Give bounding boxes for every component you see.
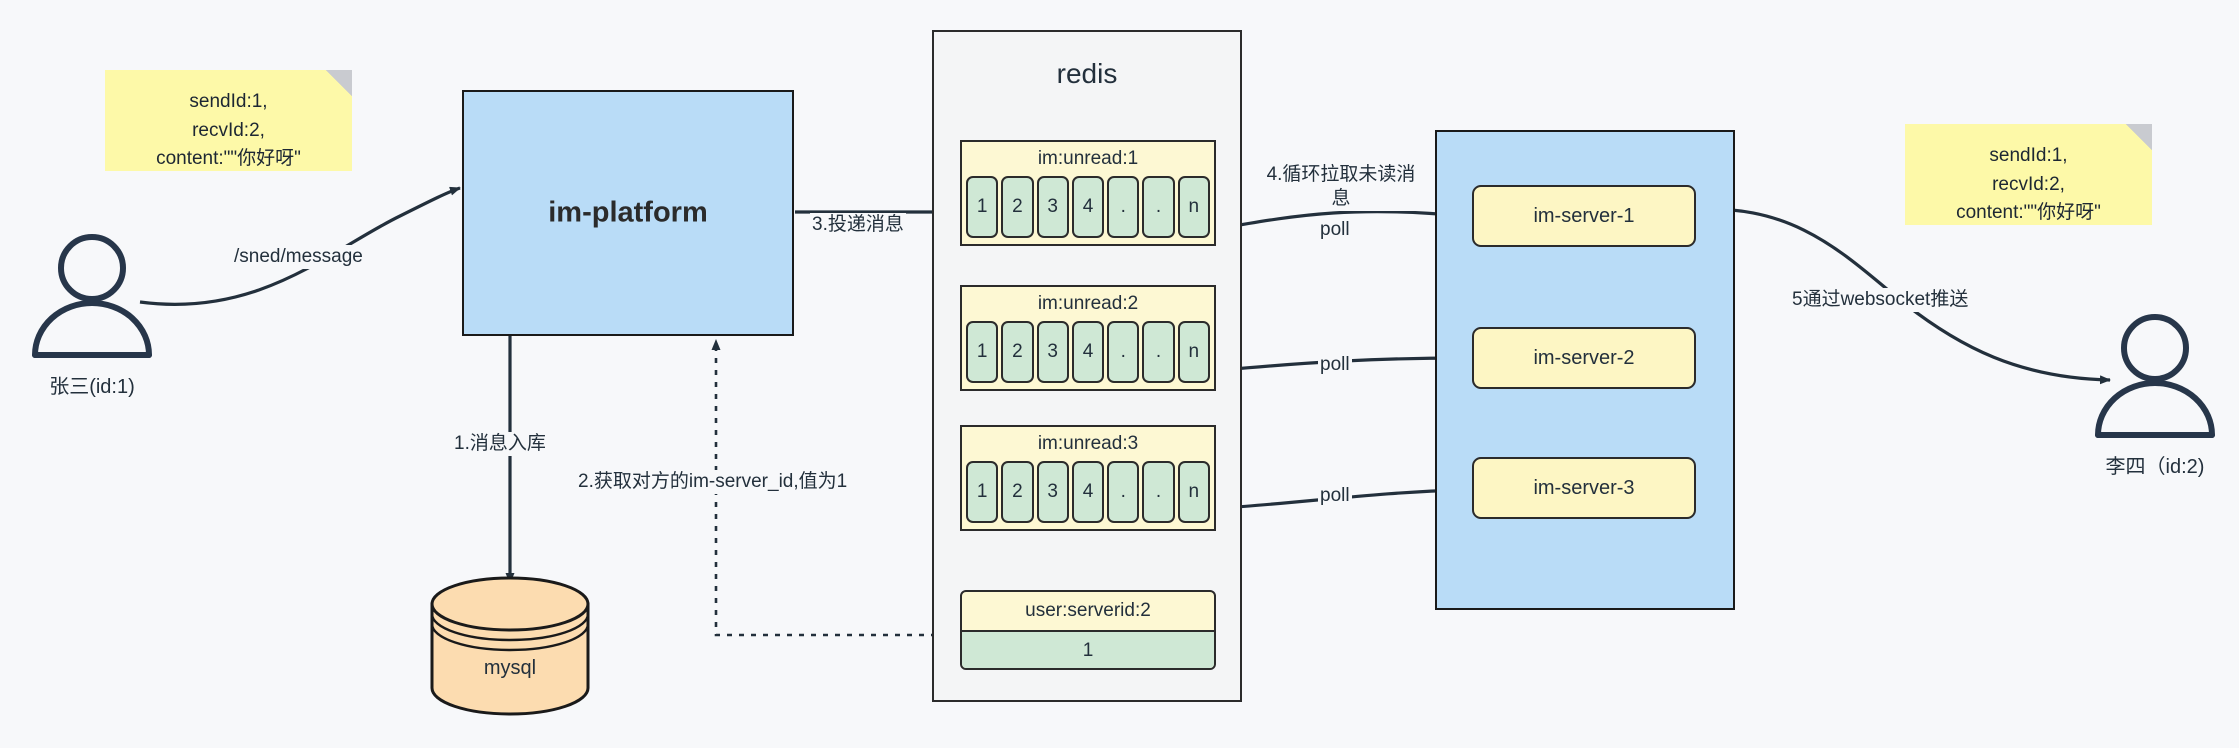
note-fold-corner xyxy=(2126,124,2152,150)
im-server-2-box[interactable]: im-server-2 xyxy=(1472,327,1696,389)
queue-cell: 1 xyxy=(966,321,999,383)
queue-cell: n xyxy=(1177,321,1210,383)
edge-label-step5: 5通过websocket推送 xyxy=(1790,288,1971,312)
edge-label-poll-2: poll xyxy=(1318,353,1352,377)
im-server-3-label: im-server-3 xyxy=(1533,476,1635,499)
redis-kv-user-serverid[interactable]: user:serverid:2 1 xyxy=(960,590,1216,670)
queue-cell: 1 xyxy=(966,176,999,238)
sender-actor-icon xyxy=(32,234,152,358)
note-line: recvId:2, xyxy=(192,119,265,141)
edge-label-poll-3: poll xyxy=(1318,484,1352,508)
queue-cell: 4 xyxy=(1071,176,1105,238)
receiver-actor-icon xyxy=(2095,314,2215,438)
im-server-2-label: im-server-2 xyxy=(1533,346,1635,369)
queue-cell: 2 xyxy=(1001,321,1034,383)
note-line: recvId:2, xyxy=(1992,173,2065,195)
note-line: sendId:1, xyxy=(1989,145,2068,166)
queue-cell: 2 xyxy=(1001,461,1034,523)
queue-cell: 4 xyxy=(1071,461,1105,523)
sticky-note-right: sendId:1, recvId:2, content:""你好呀" xyxy=(1905,124,2152,225)
queue-key-label: im:unread:1 xyxy=(1037,148,1139,169)
im-platform-box[interactable]: im-platform xyxy=(462,90,794,336)
queue-cell: 2 xyxy=(1001,176,1034,238)
mysql-label: mysql xyxy=(483,657,537,679)
edge-label-send-message: /sned/message xyxy=(232,245,365,269)
queue-cell: . xyxy=(1142,176,1175,238)
queue-cell: . xyxy=(1142,461,1175,523)
sticky-note-left: sendId:1, recvId:2, content:""你好呀" xyxy=(105,70,352,171)
redis-queue-im-unread-2[interactable]: im:unread:2 1 2 3 4 . . n xyxy=(960,285,1216,391)
queue-cell: 3 xyxy=(1036,461,1069,523)
queue-key-label: im:unread:2 xyxy=(1037,293,1139,314)
queue-cell: 4 xyxy=(1071,321,1105,383)
queue-cell: . xyxy=(1107,176,1140,238)
mysql-cylinder-icon xyxy=(430,576,590,716)
queue-cells: 1 2 3 4 . . n xyxy=(962,461,1214,527)
queue-cell: n xyxy=(1177,461,1210,523)
redis-title: redis xyxy=(1056,58,1118,89)
queue-key-label: im:unread:3 xyxy=(1037,433,1139,454)
edge-label-poll-1: poll xyxy=(1318,218,1352,242)
queue-cell: 3 xyxy=(1036,176,1069,238)
im-platform-label: im-platform xyxy=(548,196,708,229)
redis-queue-im-unread-1[interactable]: im:unread:1 1 2 3 4 . . n xyxy=(960,140,1216,246)
im-server-3-box[interactable]: im-server-3 xyxy=(1472,457,1696,519)
edge-label-step2: 2.获取对方的im-server_id,值为1 xyxy=(576,470,850,494)
receiver-label: 李四（id:2) xyxy=(2105,456,2205,478)
kv-key-label: user:serverid:2 xyxy=(962,592,1214,632)
im-server-1-label: im-server-1 xyxy=(1533,204,1635,227)
queue-cell: n xyxy=(1177,176,1210,238)
queue-cells: 1 2 3 4 . . n xyxy=(962,176,1214,242)
edge-label-step4: 4.循环拉取未读消息 xyxy=(1257,163,1425,211)
im-server-1-box[interactable]: im-server-1 xyxy=(1472,185,1696,247)
edge-label-step1: 1.消息入库 xyxy=(452,432,548,456)
redis-queue-im-unread-3[interactable]: im:unread:3 1 2 3 4 . . n xyxy=(960,425,1216,531)
queue-cell: 1 xyxy=(966,461,999,523)
queue-cell: 3 xyxy=(1036,321,1069,383)
kv-value-label: 1 xyxy=(962,632,1214,668)
note-line: content:""你好呀" xyxy=(1956,202,2101,223)
edge-label-step3: 3.投递消息 xyxy=(810,213,906,237)
note-line: sendId:1, xyxy=(189,91,268,112)
queue-cell: . xyxy=(1107,321,1140,383)
note-line: content:""你好呀" xyxy=(156,148,301,169)
sender-label: 张三(id:1) xyxy=(49,376,135,398)
queue-cells: 1 2 3 4 . . n xyxy=(962,321,1214,387)
queue-cell: . xyxy=(1142,321,1175,383)
note-fold-corner xyxy=(326,70,352,96)
queue-cell: . xyxy=(1107,461,1140,523)
